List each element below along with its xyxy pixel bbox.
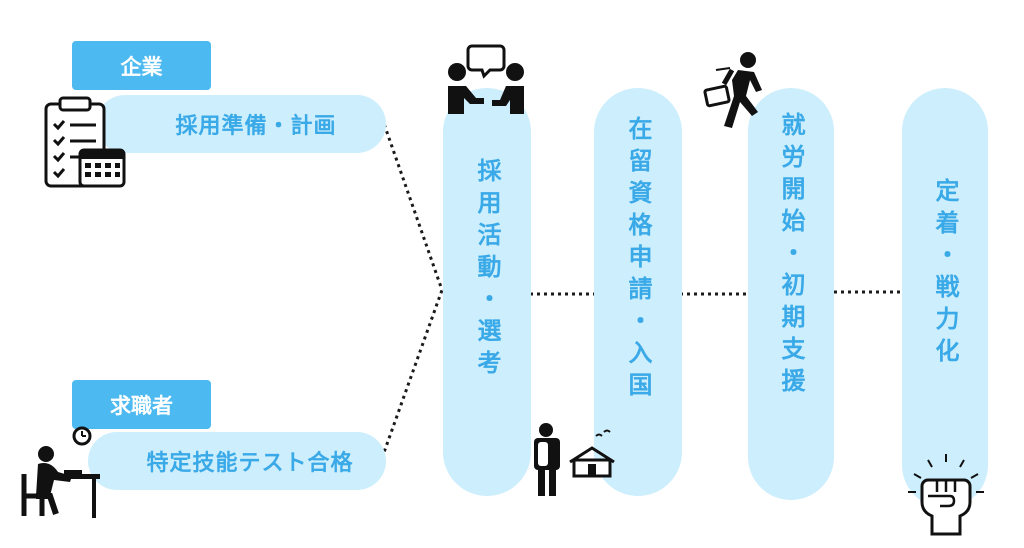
company-step-pill: 採用準備・計画	[96, 95, 386, 153]
connector-jobseeker	[380, 289, 444, 459]
meeting-people-icon	[448, 44, 524, 114]
stage-pill-retention: 定着・戦力化	[902, 88, 988, 508]
stage-pill-work-start: 就労開始・初期支援	[748, 88, 834, 500]
jobseeker-tag: 求職者	[72, 380, 211, 429]
worker-desk-icon	[21, 426, 100, 518]
stage-label-recruitment: 採用活動・選考	[473, 158, 501, 382]
stage-label-retention: 定着・戦力化	[931, 178, 959, 370]
connector-company	[380, 117, 444, 291]
stage-pill-visa-entry: 在留資格申請・入国	[594, 88, 682, 496]
fist-icon	[908, 454, 984, 536]
businessman-running-icon	[703, 52, 762, 128]
company-tag: 企業	[72, 41, 211, 90]
stage-label-work-start: 就労開始・初期支援	[777, 112, 805, 400]
traveler-house-icon	[534, 423, 615, 496]
jobseeker-step-pill: 特定技能テスト合格	[88, 432, 386, 490]
stage-label-visa-entry: 在留資格申請・入国	[624, 116, 652, 404]
clipboard-calendar-icon	[44, 96, 126, 188]
stage-pill-recruitment: 採用活動・選考	[443, 88, 531, 496]
